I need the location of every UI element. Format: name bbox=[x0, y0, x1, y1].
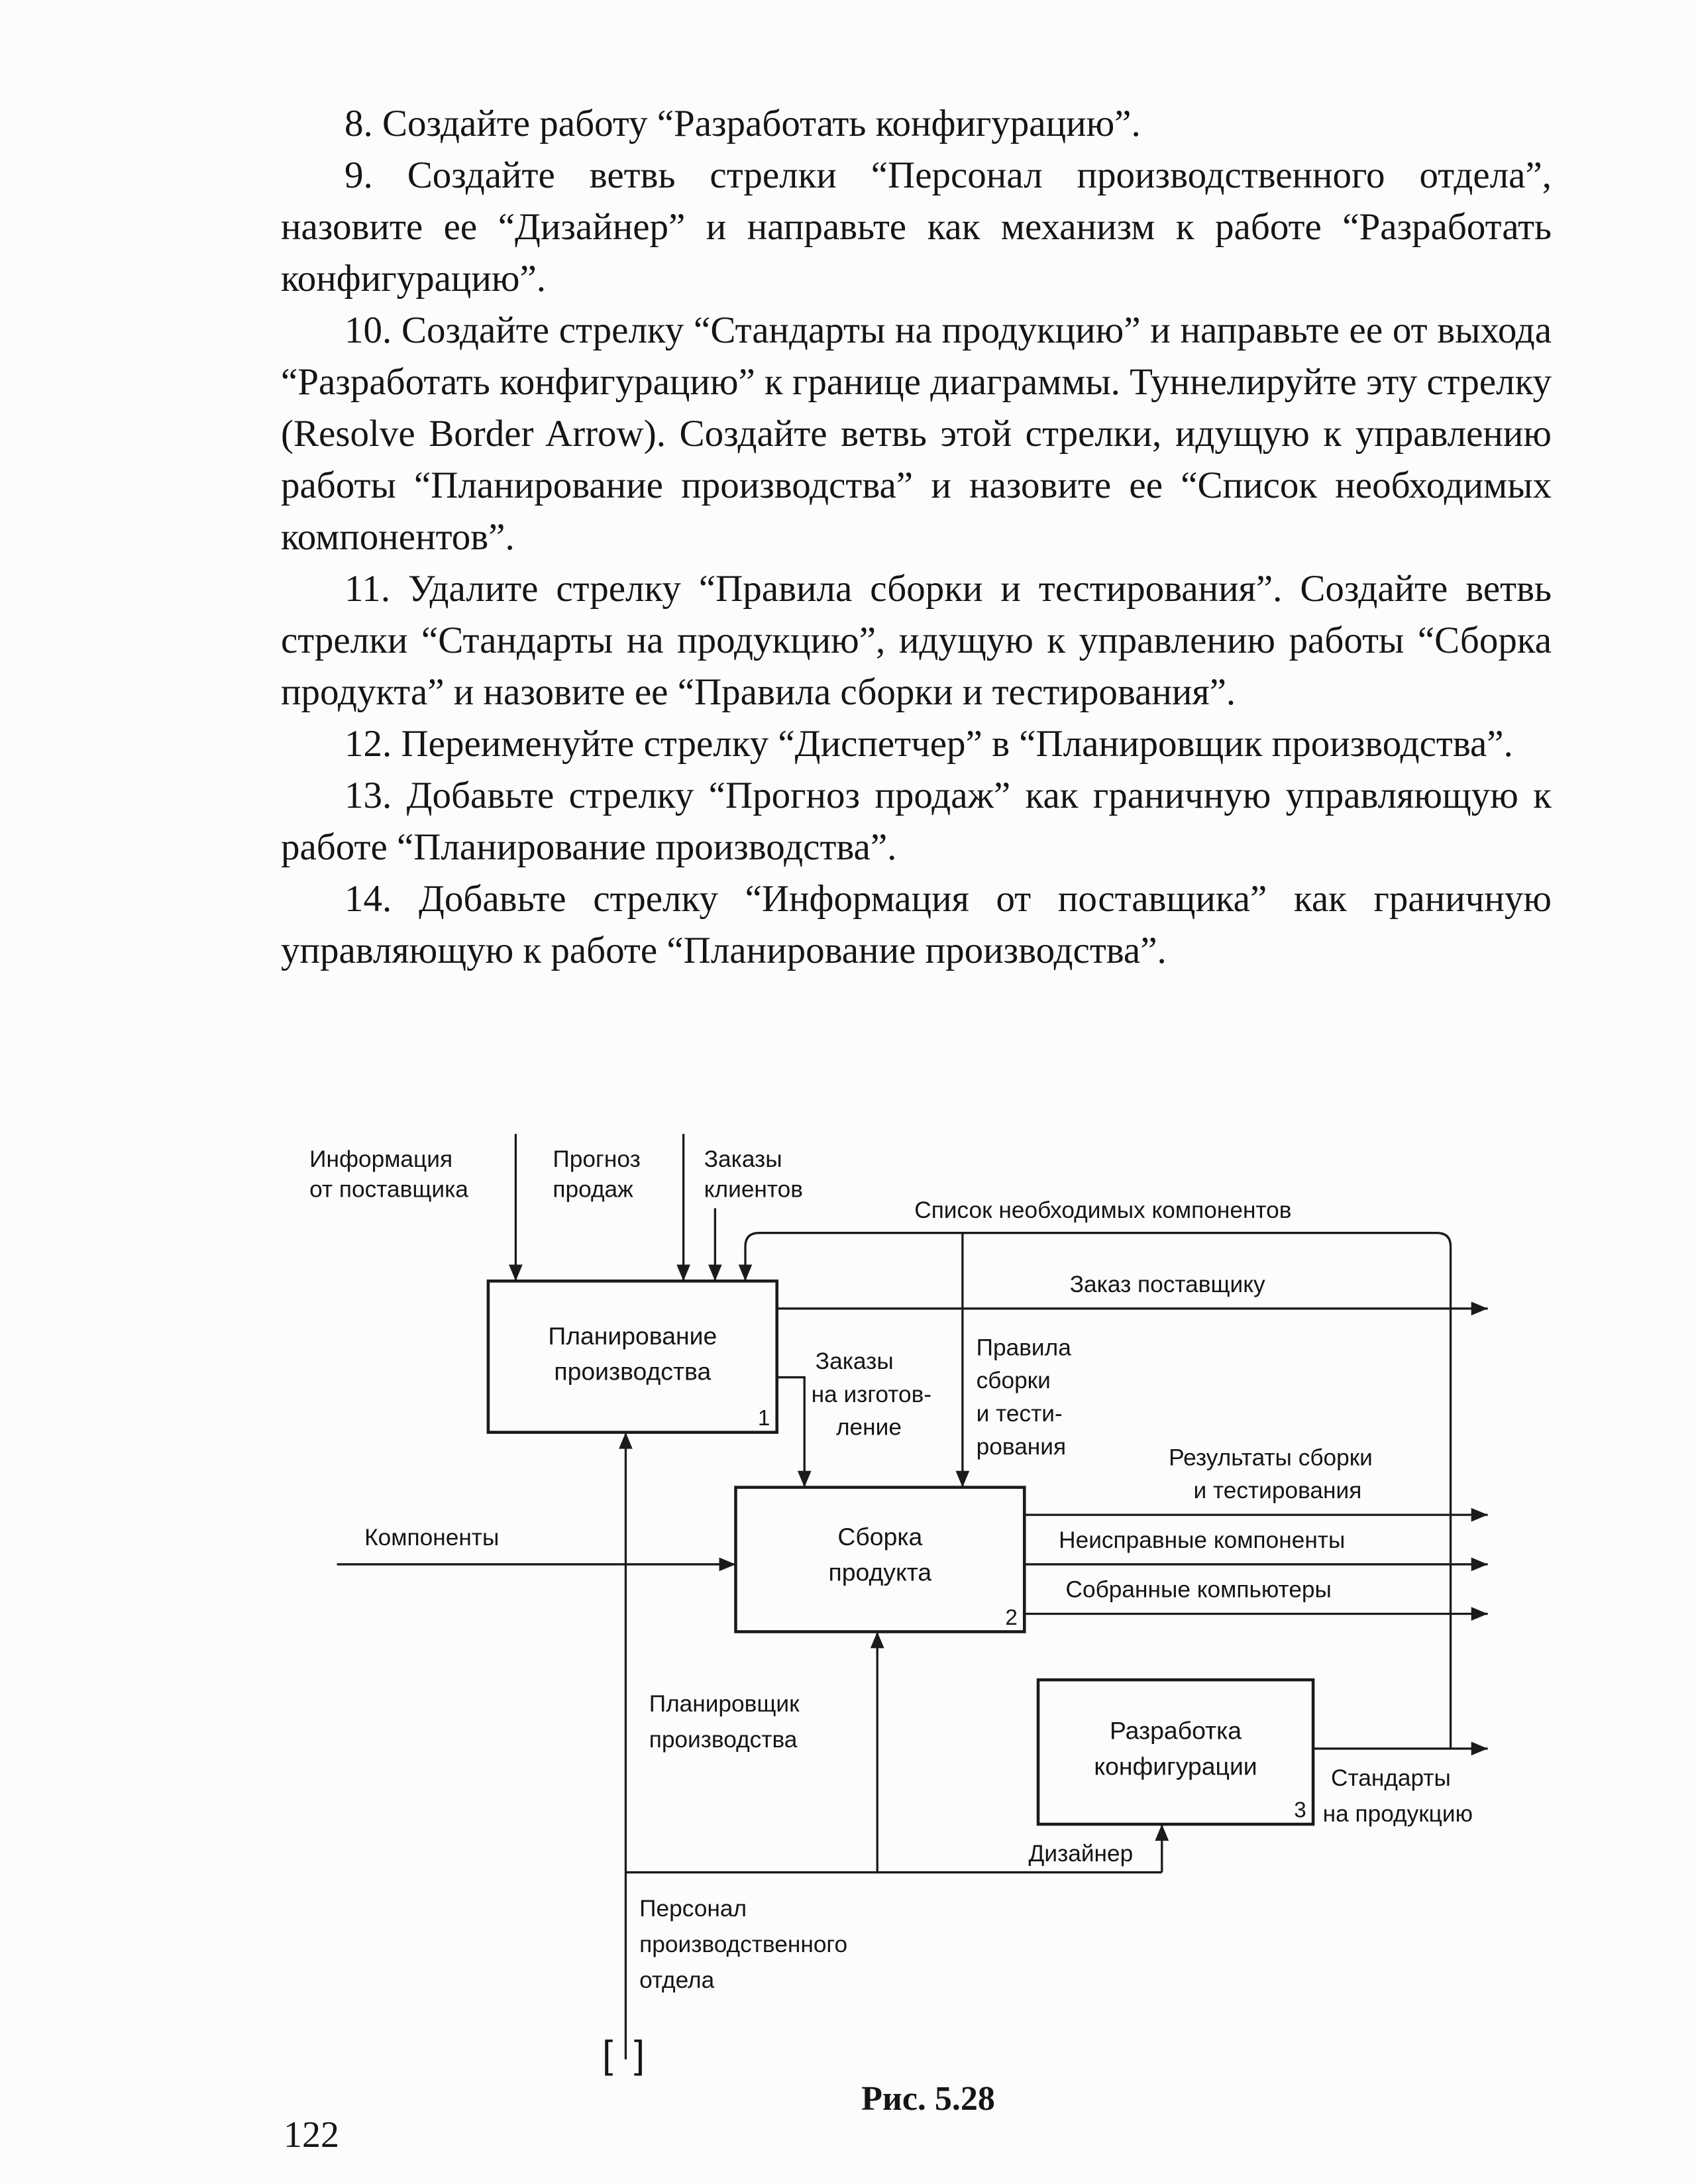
label-personnel-1: Персонал bbox=[639, 1896, 747, 1922]
arrow-manufacture-orders bbox=[776, 1376, 812, 1488]
instruction-14: 14. Добавьте стрелку “Информация от пост… bbox=[281, 878, 1552, 971]
instruction-8: 8. Создайте работу “Разработать конфигур… bbox=[344, 103, 1141, 144]
label-production-planner-1: Планировщик bbox=[649, 1691, 800, 1717]
label-personnel-2: производственного bbox=[639, 1932, 847, 1957]
box-configuration-label-line1: Разработка bbox=[1110, 1716, 1242, 1744]
label-sales-forecast-2: продаж bbox=[553, 1177, 633, 1203]
instructions-text: 8. Создайте работу “Разработать конфигур… bbox=[281, 98, 1552, 977]
box-planning-label-line1: Планирование bbox=[548, 1322, 717, 1350]
label-assembly-results-2: и тестирования bbox=[1194, 1478, 1362, 1503]
activity-box-assembly bbox=[734, 1486, 1026, 1633]
instruction-10: 10. Создайте стрелку “Стандарты на проду… bbox=[281, 309, 1552, 558]
label-assembly-rules-3: и тести- bbox=[977, 1401, 1063, 1427]
label-client-orders-1: Заказы bbox=[704, 1146, 782, 1172]
label-production-planner-2: производства bbox=[649, 1727, 798, 1753]
label-product-standards-1: Стандарты bbox=[1331, 1765, 1451, 1791]
instruction-11: 11. Удалите стрелку “Правила сборки и те… bbox=[281, 568, 1552, 713]
box-configuration-number: 3 bbox=[1294, 1798, 1306, 1823]
label-assembly-rules-2: сборки bbox=[977, 1368, 1051, 1393]
arrow-component-list bbox=[738, 1232, 1452, 1749]
instruction-12: 12. Переименуйте стрелку “Диспетчер” в “… bbox=[344, 723, 1513, 765]
label-assembly-rules-1: Правила bbox=[977, 1335, 1072, 1360]
label-manufacture-orders-1: Заказы bbox=[816, 1348, 894, 1374]
label-manufacture-orders-3: ление bbox=[836, 1415, 902, 1441]
box-planning-label-line2: производства bbox=[554, 1358, 711, 1386]
box-assembly-number: 2 bbox=[1005, 1606, 1017, 1630]
box-assembly-label-line1: Сборка bbox=[837, 1523, 922, 1551]
instruction-13: 13. Добавьте стрелку “Прогноз продаж” ка… bbox=[281, 775, 1552, 868]
instruction-9: 9. Создайте ветвь стрелки “Персонал прои… bbox=[281, 154, 1552, 300]
tunnel-bracket-open: [ bbox=[602, 2033, 613, 2076]
label-components: Компоненты bbox=[364, 1525, 499, 1551]
idef0-diagram: Планирование производства 1 Сборка проду… bbox=[309, 1134, 1488, 2076]
label-component-list: Список необходимых компонентов bbox=[914, 1197, 1291, 1223]
figure-caption: Рис. 5.28 bbox=[861, 2080, 995, 2118]
label-manufacture-orders-2: на изготов- bbox=[812, 1382, 932, 1407]
activity-box-planning bbox=[486, 1280, 779, 1434]
box-configuration-label-line2: конфигурации bbox=[1094, 1752, 1257, 1780]
label-info-supplier-2: от поставщика bbox=[309, 1177, 468, 1203]
tunnel-bracket-close: ] bbox=[634, 2033, 645, 2076]
label-client-orders-2: клиентов bbox=[704, 1177, 803, 1203]
label-assembly-results-1: Результаты сборки bbox=[1169, 1445, 1373, 1470]
label-info-supplier-1: Информация bbox=[309, 1146, 452, 1172]
label-assembled-computers: Собранные компьютеры bbox=[1066, 1577, 1332, 1603]
label-assembly-rules-4: рования bbox=[977, 1434, 1066, 1460]
label-sales-forecast-1: Прогноз bbox=[553, 1146, 640, 1172]
label-personnel-3: отдела bbox=[639, 1967, 714, 1993]
box-assembly-label-line2: продукта bbox=[829, 1558, 932, 1586]
activity-box-configuration bbox=[1036, 1678, 1315, 1826]
label-designer: Дизайнер bbox=[1028, 1841, 1133, 1867]
label-faulty-components: Неисправные компоненты bbox=[1059, 1527, 1345, 1553]
label-supplier-order: Заказ поставщику bbox=[1070, 1272, 1265, 1297]
page-number: 122 bbox=[284, 2114, 339, 2156]
box-planning-number: 1 bbox=[758, 1406, 770, 1431]
label-product-standards-2: на продукцию bbox=[1323, 1801, 1473, 1827]
